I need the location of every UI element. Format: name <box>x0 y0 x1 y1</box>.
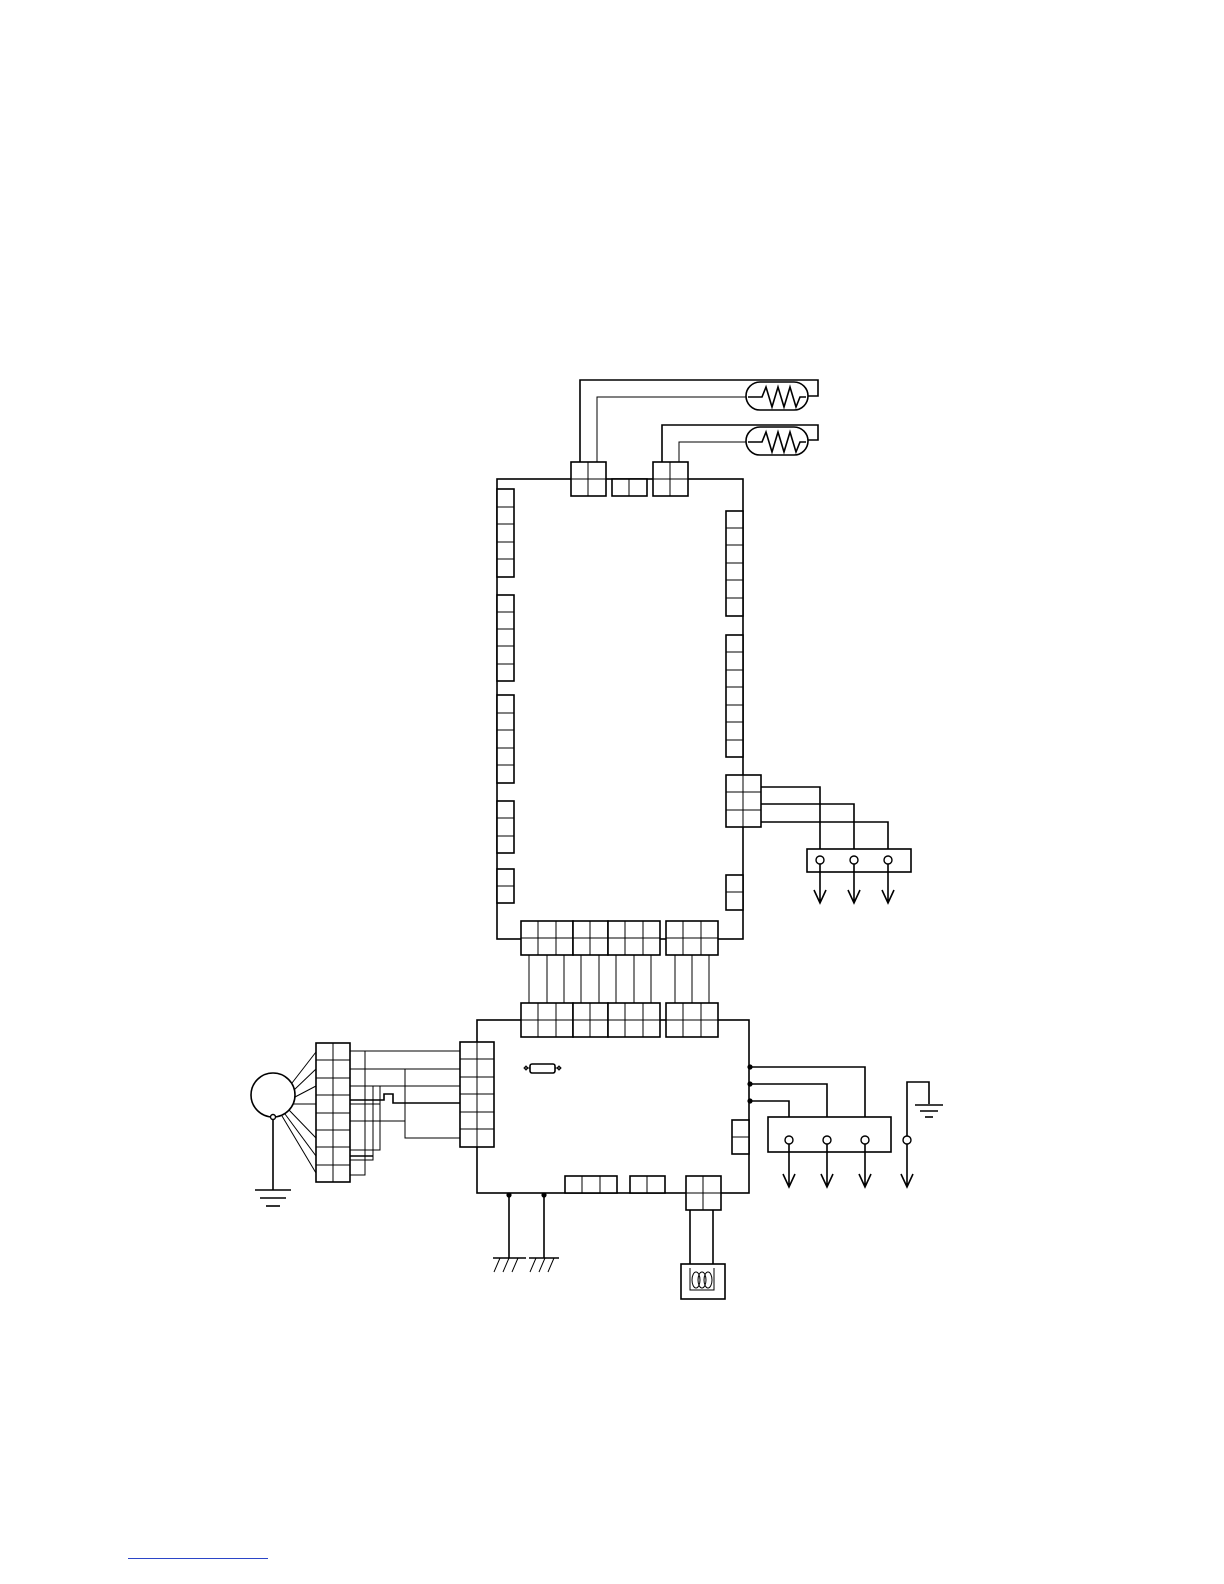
heater-top <box>746 382 808 410</box>
ribbon-cables <box>521 955 709 1003</box>
interface-board-right-connector <box>732 1120 749 1154</box>
main-board-left-connectors <box>497 489 514 903</box>
interface-board <box>477 1020 749 1193</box>
interface-board-top-connectors <box>521 1003 718 1037</box>
motor-icon <box>251 1052 316 1173</box>
transformer-wiring <box>690 1210 713 1268</box>
motor-ground-icon <box>255 1119 291 1206</box>
terminal-block-lower <box>768 1117 891 1152</box>
main-board-bottom-connectors <box>521 921 718 955</box>
motor-connector <box>316 1043 350 1182</box>
interface-board-left-connector <box>460 1042 494 1147</box>
fuse-icon <box>524 1064 561 1073</box>
motor-to-board-wiring <box>350 1051 460 1175</box>
right-ground-icon <box>915 1105 943 1117</box>
chassis-ground-icon <box>493 1192 559 1272</box>
main-board <box>497 479 743 939</box>
interface-board-bottom-connectors <box>565 1176 721 1210</box>
footer-rule <box>128 1558 268 1559</box>
terminal-block-upper <box>807 849 911 872</box>
heater-bottom <box>746 427 808 455</box>
coil-icon <box>681 1264 725 1299</box>
main-board-top-connectors <box>571 462 688 496</box>
